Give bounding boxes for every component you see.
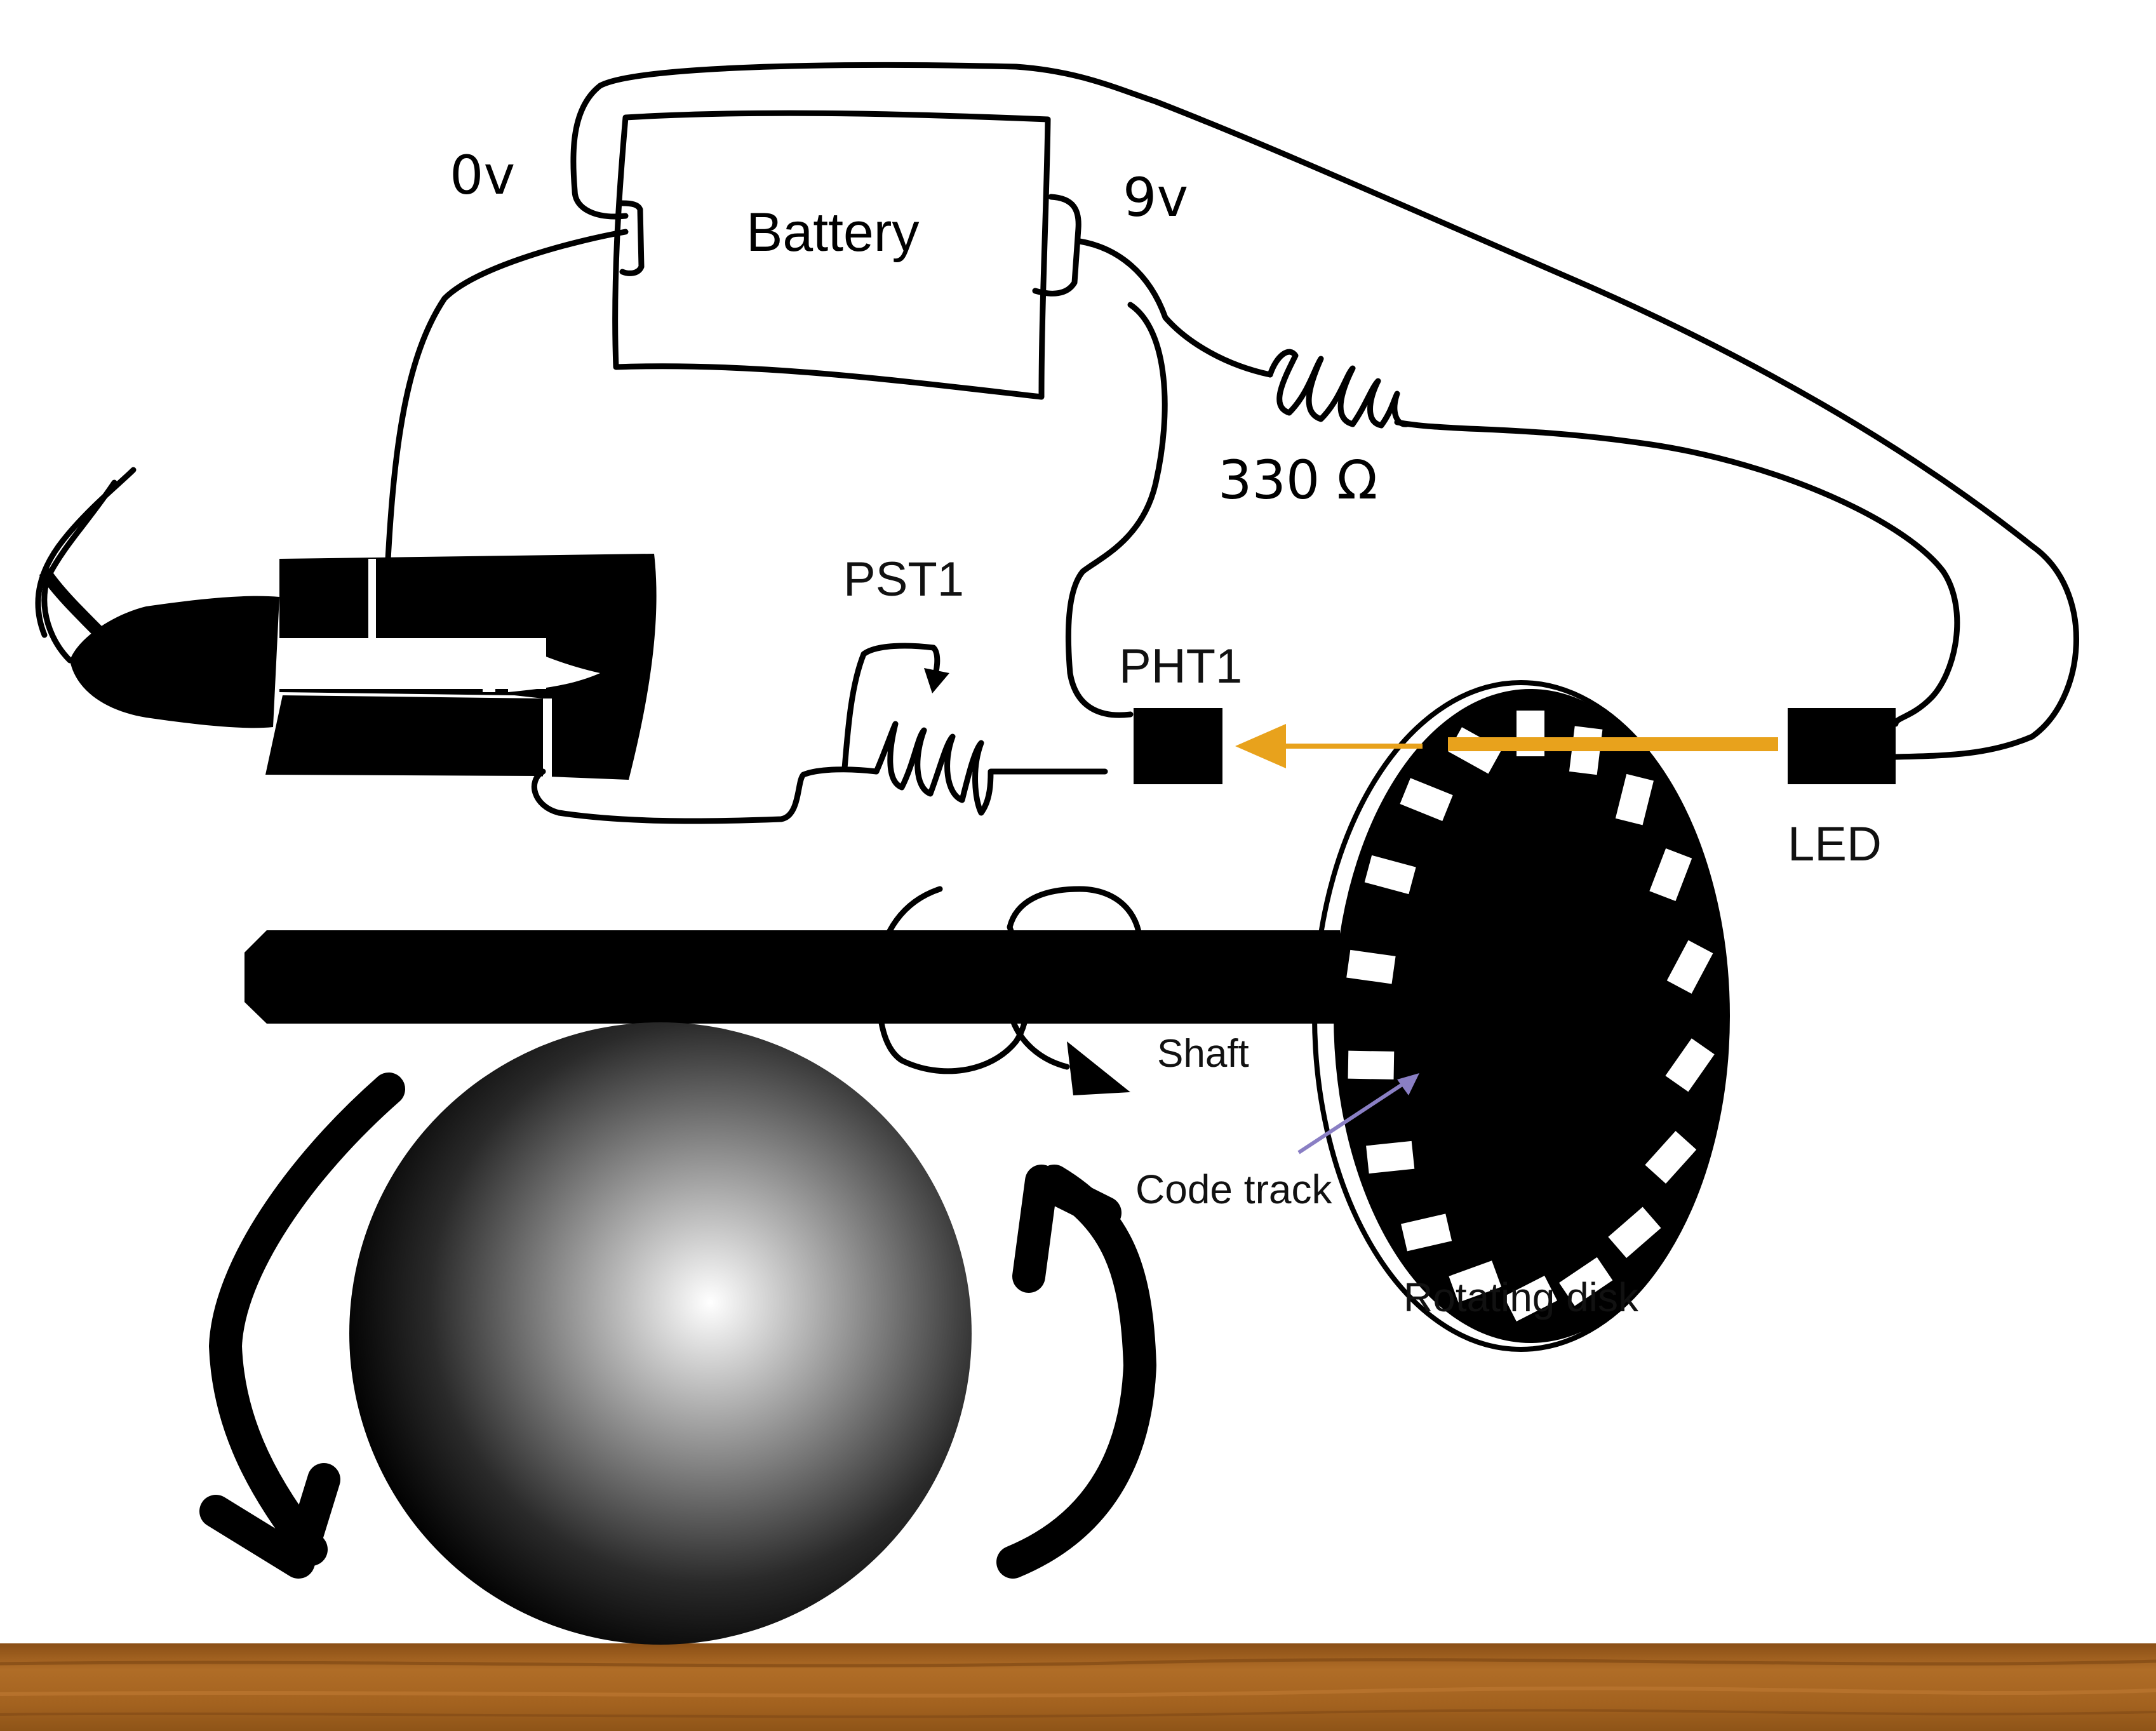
- code-track-slot: [1364, 855, 1416, 895]
- lamp-assembly: [35, 467, 657, 780]
- code-track-slot: [1503, 1276, 1558, 1321]
- code-track-pointer: Code track: [1135, 1073, 1419, 1212]
- code-track-slot: [1645, 1131, 1697, 1184]
- resistor-330: [1267, 349, 1410, 429]
- potentiometer-pst1: PST1: [841, 552, 1108, 816]
- wire-lamp-to-pst1: [531, 766, 880, 824]
- code-track-slot: [1401, 1213, 1452, 1252]
- code-track-slot: [1615, 773, 1654, 825]
- code-track-slot: [1666, 940, 1713, 994]
- battery-label: Battery: [746, 202, 919, 263]
- sphere: [349, 1022, 972, 1645]
- wire-battery-to-lamp: [384, 229, 629, 575]
- battery: Battery: [612, 110, 1081, 400]
- pst1-label: PST1: [843, 552, 964, 606]
- shaft-label: Shaft: [1157, 1032, 1249, 1076]
- pht1-label: PHT1: [1119, 639, 1242, 693]
- code-track-slot: [1366, 1140, 1415, 1174]
- light-beam: [1235, 724, 1778, 768]
- wire-battery-to-resistor: [1076, 238, 1273, 378]
- shaft-rotation-arrow-icon: [876, 886, 1143, 1095]
- code-track-slot: [1559, 1257, 1613, 1306]
- sphere-rotation-arrows-icon: [199, 1073, 1156, 1579]
- led-label: LED: [1788, 817, 1882, 871]
- code-track-label: Code track: [1135, 1166, 1332, 1212]
- zero-volt-label: 0v: [450, 144, 515, 206]
- wire-resistor-to-led: [1394, 419, 1960, 727]
- wire-battery-to-pht1: [1065, 302, 1168, 718]
- resistor-label: 330 Ω: [1218, 449, 1377, 511]
- code-track-slots: [1346, 711, 1715, 1321]
- code-track-slot: [1665, 1038, 1715, 1092]
- code-track-slot: [1348, 1050, 1395, 1079]
- code-track-slot: [1400, 778, 1453, 821]
- code-track-slot: [1649, 848, 1692, 901]
- shaft: Shaft: [244, 930, 1340, 1076]
- code-track-slot: [1346, 949, 1396, 984]
- phototransistor-pht1: PHT1: [1119, 639, 1242, 784]
- wooden-table: [0, 1643, 2156, 1731]
- nine-volt-label: 9v: [1123, 166, 1188, 229]
- code-track-slot: [1449, 1260, 1502, 1303]
- wire-battery-to-led-return: [570, 62, 2079, 760]
- led: LED: [1788, 708, 1896, 871]
- rotating-disk-label: Rotating disk: [1403, 1274, 1639, 1320]
- rotating-disk: Rotating disk: [1312, 680, 1730, 1352]
- code-track-slot: [1608, 1206, 1661, 1259]
